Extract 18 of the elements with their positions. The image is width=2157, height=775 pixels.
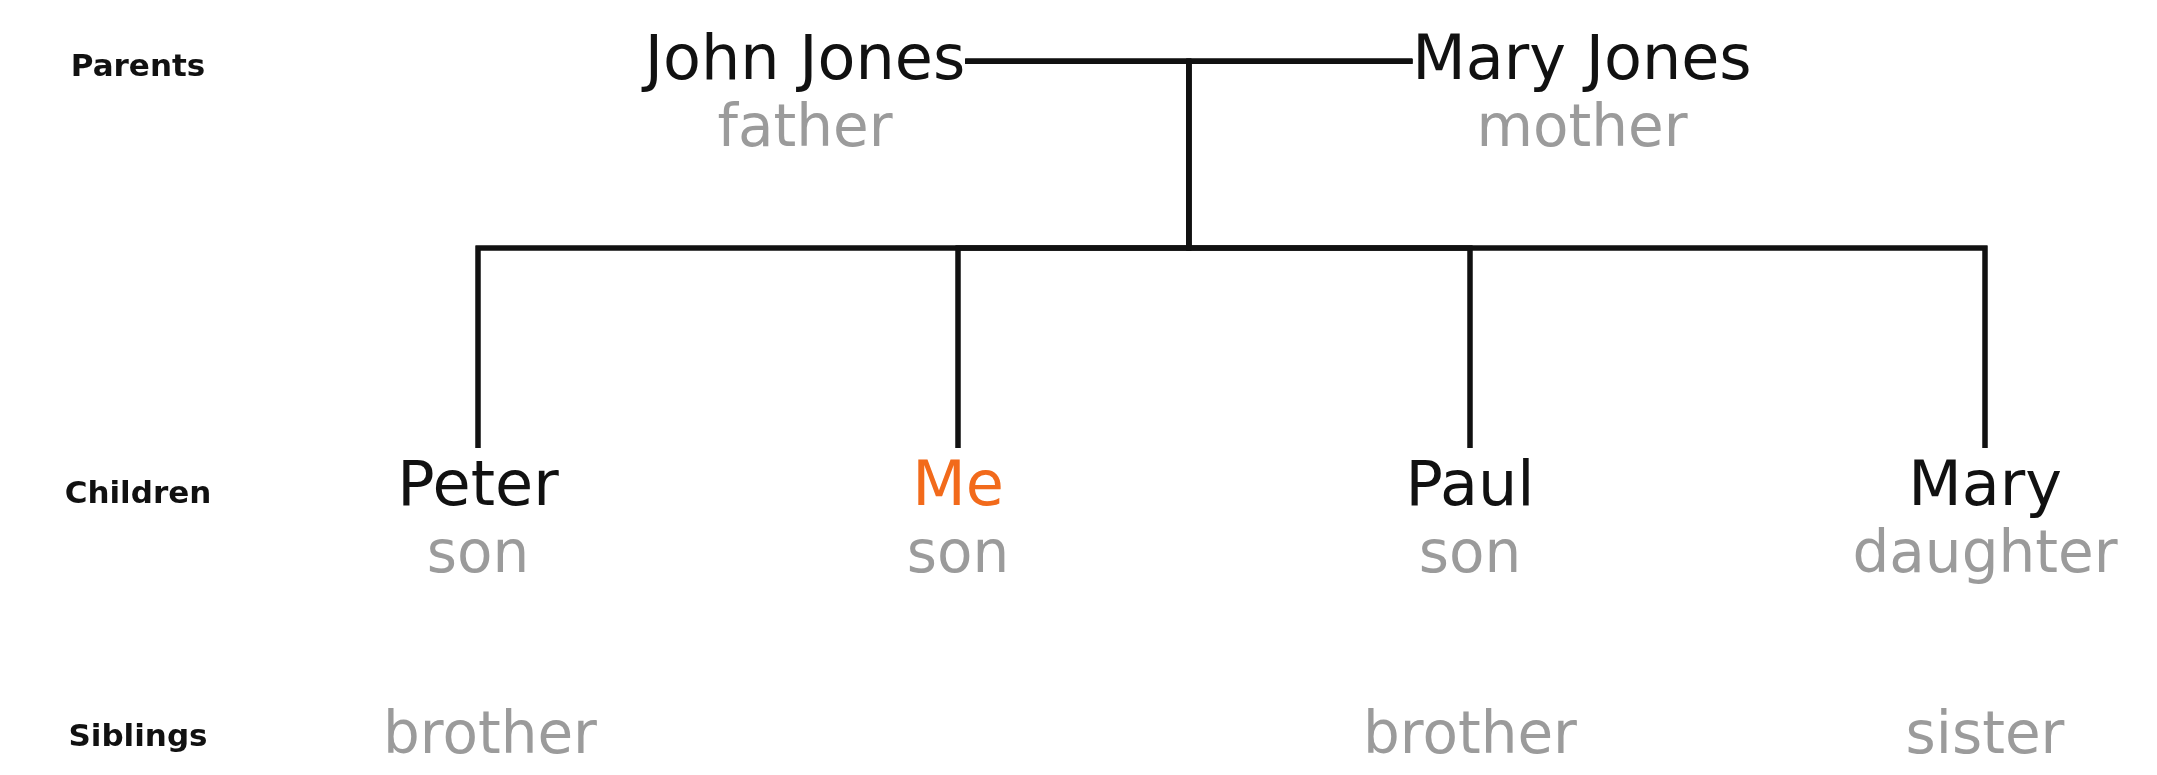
relation-label: mother	[1475, 93, 1689, 160]
person-name: Me	[911, 448, 1005, 520]
descent-line	[1186, 58, 1988, 448]
person-name: Mary	[1907, 448, 2063, 520]
relation-label: son	[1417, 519, 1523, 586]
relation-label: father	[716, 93, 894, 160]
row-label: Siblings	[68, 717, 208, 753]
sibling-label: sister	[1905, 699, 2065, 767]
row-label: Parents	[70, 47, 206, 83]
person-name: Peter	[397, 448, 559, 520]
relation-label: daughter	[1852, 519, 2118, 586]
relation-label: son	[425, 519, 531, 586]
sibling-label: brother	[383, 699, 597, 767]
relation-label: son	[906, 519, 1010, 586]
person-name: Paul	[1405, 448, 1535, 520]
row-label: Children	[64, 474, 212, 510]
sibling-label: brother	[1363, 699, 1577, 767]
person-name: Mary Jones	[1412, 22, 1752, 94]
